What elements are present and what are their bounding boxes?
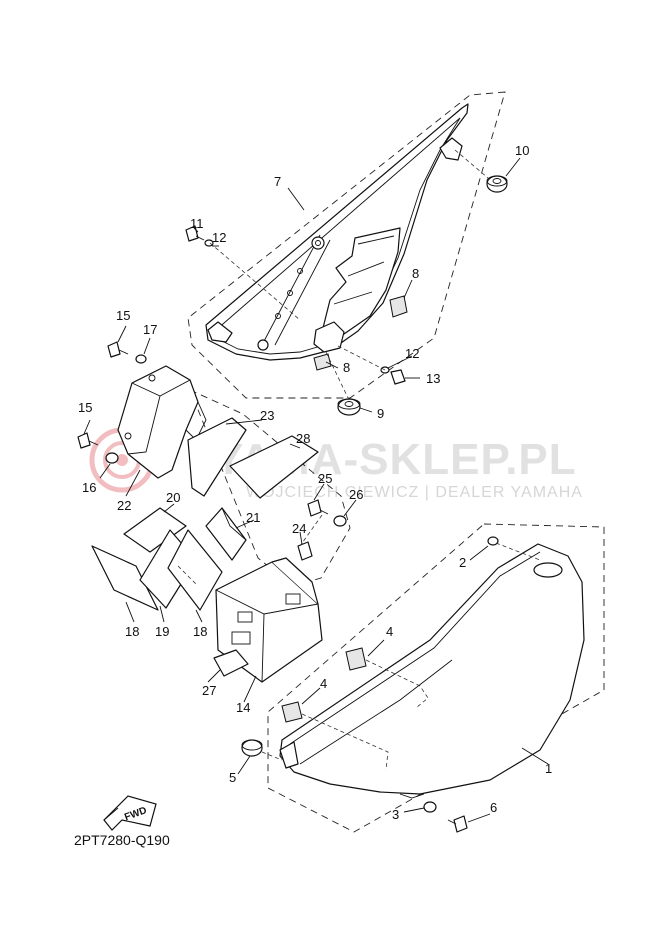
grommet-9 <box>337 398 361 416</box>
callout-8b: 8 <box>343 360 350 375</box>
bracket-21 <box>205 507 247 561</box>
grommet-10 <box>486 175 508 193</box>
callout-24: 24 <box>292 521 306 536</box>
callout-23: 23 <box>260 408 274 423</box>
callout-17: 17 <box>143 322 157 337</box>
callout-2: 2 <box>459 555 466 570</box>
upper-cover-rear-lug <box>439 137 463 161</box>
callout-3: 3 <box>392 807 399 822</box>
pad-8-upper <box>389 295 408 318</box>
callout-13: 13 <box>426 371 440 386</box>
fwd-arrow-icon: FWD <box>103 795 157 831</box>
callout-15b: 15 <box>78 400 92 415</box>
callout-1: 1 <box>545 761 552 776</box>
clip-24 <box>297 541 313 561</box>
upper-cover-boss-bottom <box>257 339 269 351</box>
washer-12-upper <box>204 239 214 247</box>
callout-22: 22 <box>117 498 131 513</box>
grommet-26 <box>333 515 347 527</box>
lower-side-cover-1 <box>279 543 585 799</box>
upper-side-cover-7 <box>205 103 469 361</box>
callout-15a: 15 <box>116 308 130 323</box>
callout-7: 7 <box>274 174 281 189</box>
callout-16: 16 <box>82 480 96 495</box>
callout-28: 28 <box>296 431 310 446</box>
washer-17 <box>135 354 147 364</box>
callout-9: 9 <box>377 406 384 421</box>
upper-cover-mount-tab <box>207 321 233 343</box>
callout-12b: 12 <box>405 346 419 361</box>
upper-cover-rib-2 <box>274 239 331 346</box>
pad-23 <box>187 417 247 497</box>
group-boundaries <box>187 91 605 833</box>
box-14 <box>215 557 323 683</box>
screw-15-lower <box>77 432 91 449</box>
upper-cover-boss-top <box>311 236 325 250</box>
callout-4b: 4 <box>320 676 327 691</box>
collar-2 <box>487 536 499 546</box>
upper-group-boundary <box>187 91 506 399</box>
plate-18-right <box>167 529 223 611</box>
callout-20: 20 <box>166 490 180 505</box>
upper-cover-grommet-boss <box>313 321 345 353</box>
callout-18a: 18 <box>125 624 139 639</box>
callout-6: 6 <box>490 800 497 815</box>
callout-26: 26 <box>349 487 363 502</box>
nut-13 <box>390 369 406 385</box>
callouts: 1 2 3 4 4 5 6 7 8 8 9 10 11 12 12 13 14 … <box>78 143 552 822</box>
callout-19: 19 <box>155 624 169 639</box>
callout-18b: 18 <box>193 624 207 639</box>
screw-11 <box>185 225 205 242</box>
drawing-code: 2PT7280-Q190 <box>74 832 170 848</box>
bracket-22 <box>117 365 207 479</box>
callout-12a: 12 <box>212 230 226 245</box>
lower-group-boundary <box>267 523 605 833</box>
callout-10: 10 <box>515 143 529 158</box>
callout-21: 21 <box>246 510 260 525</box>
screw-15-upper <box>107 341 121 358</box>
pad-20 <box>123 507 187 553</box>
grommet-5 <box>241 739 263 757</box>
grommet-16 <box>105 452 119 464</box>
callout-5: 5 <box>229 770 236 785</box>
callout-11: 11 <box>190 216 204 231</box>
watermark-subtitle: WOJCIECH CIEWICZ | DEALER YAMAHA <box>246 484 583 501</box>
plate-18-left <box>91 545 159 611</box>
callout-27: 27 <box>202 683 216 698</box>
callout-25: 25 <box>318 471 332 486</box>
screw-25 <box>307 499 322 517</box>
collar-3 <box>423 801 437 813</box>
pad-4-upper <box>345 647 367 671</box>
callout-4a: 4 <box>386 624 393 639</box>
pad-28 <box>229 435 319 499</box>
pad-4-lower <box>281 701 303 723</box>
screw-6 <box>453 815 468 833</box>
callout-14: 14 <box>236 700 250 715</box>
leader-lines <box>83 157 549 823</box>
callout-8a: 8 <box>412 266 419 281</box>
pad-27 <box>213 649 249 677</box>
upper-cover-rib <box>261 234 321 346</box>
pad-8-lower <box>313 353 332 371</box>
